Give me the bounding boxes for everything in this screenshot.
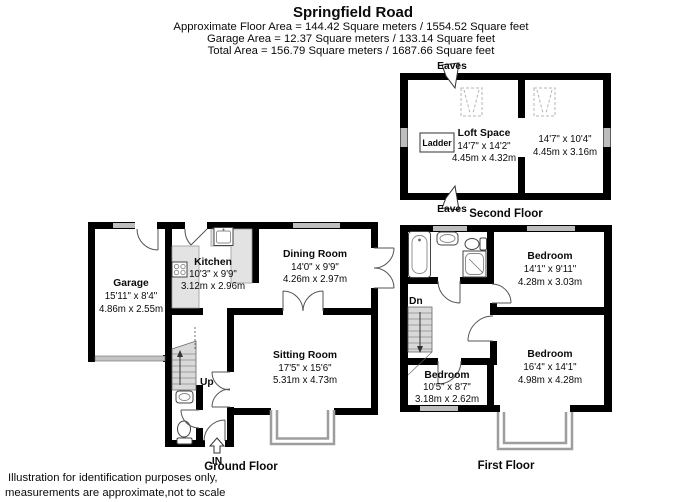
room-name: Sitting Room: [273, 350, 337, 361]
bathroom-sink: [436, 231, 459, 246]
wc-sink: [175, 390, 194, 404]
bedroom-rear-label: Bedroom 16'4" x 14'1" 4.98m x 4.28m: [518, 349, 582, 386]
first-floor-windows: [420, 226, 575, 411]
room-name: Bedroom: [527, 251, 572, 262]
second-floor-plan: Ladder Eaves Eaves Loft Space 14'7" x 14…: [400, 61, 611, 220]
garage-side-door: [136, 228, 159, 251]
total-area-line: Total Area = 156.79 Square meters / 1687…: [208, 45, 496, 57]
skylight-left-icon: [460, 87, 483, 117]
ground-floor-plan: Up IN Garage 15'11" x 8'4" 4.86m x 2.55m…: [88, 222, 395, 473]
room-name: Bedroom: [424, 370, 469, 381]
loft-window-right: [603, 128, 611, 147]
room-dim-imperial: 10'5" x 8'7": [423, 382, 471, 393]
room-dim-imperial: 10'3" x 9'9": [189, 269, 237, 280]
room-dim-imperial: 14'0" x 9'9": [291, 262, 339, 273]
room-dim-imperial: 14'7" x 14'2": [457, 141, 511, 152]
room-name: Garage: [113, 278, 149, 289]
eaves-arrow-top-icon: [441, 62, 460, 90]
room-name: Dining Room: [283, 249, 347, 260]
kitchen-label: Kitchen 10'3" x 9'9" 3.12m x 2.96m: [181, 257, 245, 292]
room-dim-imperial: 16'4" x 14'1": [523, 362, 577, 373]
dining-window: [293, 223, 340, 228]
room-dim-metric: 5.31m x 4.73m: [273, 375, 337, 386]
first-floor-bay-window: [496, 412, 574, 451]
room-name: Bedroom: [527, 349, 572, 360]
garage-label: Garage 15'11" x 8'4" 4.86m x 2.55m: [99, 278, 163, 315]
bedroom-front-window: [527, 226, 575, 231]
dn-label: Dn: [409, 296, 423, 307]
ground-floor-label: Ground Floor: [204, 461, 278, 473]
room-dim-imperial: 15'11" x 8'4": [105, 291, 158, 302]
sitting-room-double-doors: [211, 371, 231, 408]
entry-door: [203, 419, 226, 442]
disclaimer-line1: Illustration for identification purposes…: [8, 472, 218, 484]
footer-disclaimer: Illustration for identification purposes…: [5, 472, 225, 499]
room-dim-metric: 4.98m x 4.28m: [518, 375, 582, 386]
room-dim-imperial: 14'7" x 10'4": [538, 134, 592, 145]
bathtub: [408, 231, 431, 278]
eaves-label-top: Eaves: [437, 61, 467, 72]
up-label: Up: [200, 377, 214, 388]
wc-toilet: [176, 420, 193, 445]
room-dim-imperial: 14'1" x 9'11": [524, 264, 577, 275]
disclaimer-line2: measurements are approximate,not to scal…: [5, 487, 225, 499]
stairs-down: [407, 306, 433, 376]
ground-floor-windows: [94, 223, 340, 362]
garage-door: [94, 355, 166, 362]
kitchen-sink: [213, 227, 234, 246]
ladder-box: [419, 132, 455, 153]
stairs-up: [171, 327, 197, 391]
loft-room2-label: 14'7" x 10'4" 4.45m x 3.16m: [533, 134, 597, 158]
eaves-arrow-bottom-icon: [441, 184, 460, 211]
room-dim-imperial: 17'5" x 15'6": [278, 363, 332, 374]
dining-sitting-double-doors: [282, 290, 324, 312]
loft-space-label: Loft Space 14'7" x 14'2" 4.45m x 4.32m: [452, 128, 516, 164]
toilet: [464, 237, 487, 251]
entry-in-arrow-icon: [208, 437, 226, 454]
dining-french-doors: [373, 247, 395, 289]
room-dim-metric: 4.26m x 2.97m: [283, 274, 347, 285]
ladder-label: Ladder: [422, 138, 452, 148]
first-floor-plan: Dn Bedroom 14'1" x 9'11" 4.28m x 3.03m B…: [400, 225, 612, 472]
room-dim-metric: 3.18m x 2.62m: [415, 394, 479, 405]
bedroom-small-label: Bedroom 10'5" x 8'7" 3.18m x 2.62m: [415, 370, 479, 405]
room-dim-metric: 4.45m x 3.16m: [533, 147, 597, 158]
room-name: Kitchen: [194, 257, 232, 268]
bathroom-window: [433, 226, 467, 231]
sitting-room-label: Sitting Room 17'5" x 15'6" 5.31m x 4.73m: [273, 350, 337, 386]
bathroom-door: [437, 280, 461, 304]
garage-window: [113, 223, 135, 228]
bedroom-front-door: [491, 283, 512, 304]
wc-door: [180, 409, 200, 429]
loft-window-left: [400, 128, 408, 147]
room-name: Loft Space: [458, 128, 511, 139]
bedroom-front-label: Bedroom 14'1" x 9'11" 4.28m x 3.03m: [518, 251, 582, 288]
page-title: Springfield Road: [293, 4, 413, 21]
kitchen-back-door: [184, 228, 208, 246]
bedroom-small-window: [420, 406, 458, 411]
eaves-label-bottom: Eaves: [437, 204, 467, 215]
header: Springfield Road Approximate Floor Area …: [173, 4, 529, 57]
bedroom-rear-door: [467, 315, 494, 342]
in-label: IN: [212, 456, 222, 467]
skylight-right-icon: [533, 87, 556, 117]
first-floor-doors: [437, 280, 512, 385]
second-floor-label: Second Floor: [469, 208, 543, 220]
stove: [171, 261, 188, 278]
room-dim-metric: 4.45m x 4.32m: [452, 153, 516, 164]
shower: [462, 250, 487, 278]
first-floor-label: First Floor: [478, 460, 535, 472]
second-floor-windows: [400, 128, 611, 147]
ground-floor-doors: [136, 228, 395, 442]
room-dim-metric: 4.86m x 2.55m: [99, 304, 163, 315]
floor-area-line: Approximate Floor Area = 144.42 Square m…: [173, 21, 529, 33]
room-dim-metric: 3.12m x 2.96m: [181, 281, 245, 292]
room-dim-metric: 4.28m x 3.03m: [518, 277, 582, 288]
bedroom-small-door: [437, 360, 462, 385]
dining-room-label: Dining Room 14'0" x 9'9" 4.26m x 2.97m: [283, 249, 347, 285]
garage-area-line: Garage Area = 12.37 Square meters / 133.…: [207, 33, 496, 45]
ground-floor-bay-window: [269, 410, 336, 446]
